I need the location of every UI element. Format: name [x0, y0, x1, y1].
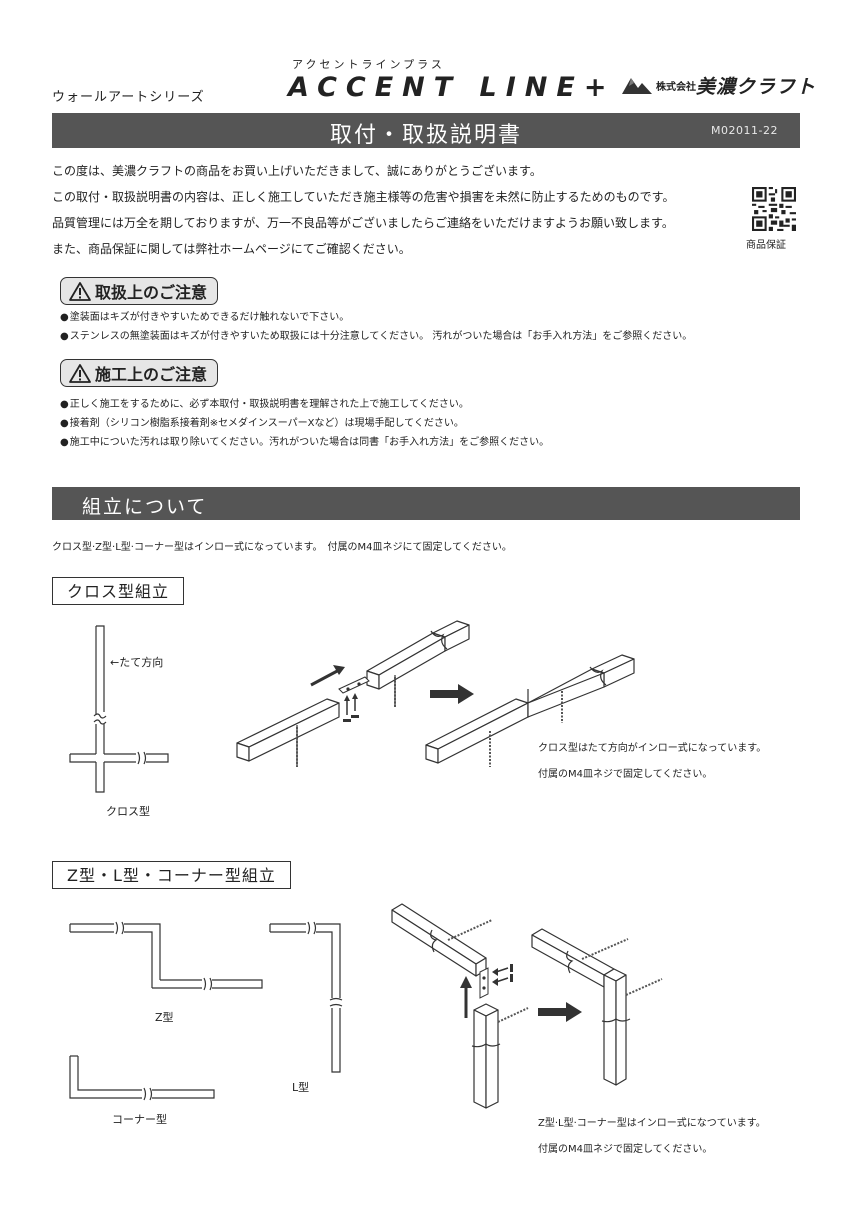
warning-icon [69, 363, 91, 383]
arrow-right-icon [430, 684, 474, 704]
handling-caution-heading: 取扱上のご注意 [60, 277, 219, 305]
maker-prefix: 株式会社 [656, 81, 696, 93]
maker-name: 美濃クラフト [696, 75, 817, 98]
construction-caution-list: ●正しく施工をするために、必ず本取付・取扱説明書を理解された上で施工してください… [60, 395, 549, 452]
cross-shape-caption: クロス型 [106, 805, 150, 818]
cross-assembly-exploded-diagram [236, 620, 470, 767]
assembly-heading: 組立について [82, 496, 208, 518]
l-shape-caption: L型 [292, 1081, 310, 1094]
document-code: M02011-22 [711, 124, 778, 137]
list-item: ●塗装面はキズが付きやすいためできるだけ触れないで下さい。 [60, 312, 350, 323]
zl-description: Z型·L型·コーナー型はインロー式になつています。 付属のM4皿ネジで固定してく… [538, 1111, 766, 1163]
warning-icon [69, 281, 91, 301]
intro-line: また、商品保証に関しては弊社ホームページにてご確認ください。 [52, 242, 411, 256]
description-line: クロス型はたて方向がインロー式になっています。 [538, 743, 767, 754]
intro-text: この度は、美濃クラフトの商品をお買い上げいただきまして、誠にありがとうございます… [52, 158, 742, 262]
zl-assembly-label: Z型・L型・コーナー型組立 [52, 861, 291, 889]
intro-line: この取付・取扱説明書の内容は、正しく施工していただき施主様等の危害や損害を未然に… [52, 190, 675, 204]
list-item: ●施工中についた汚れは取り除いてください。汚れがついた場合は同書「お手入れ方法」… [60, 437, 550, 448]
intro-line: 品質管理には万全を期しておりますが、万一不良品等がございましたらご連絡をいただけ… [52, 216, 674, 230]
assembly-note: クロス型·Z型·L型·コーナー型はインロー式になっています。 付属のM4皿ネジに… [52, 542, 512, 553]
title-bar: 取付・取扱説明書 M02011-22 [52, 113, 800, 148]
zl-assembly-exploded-diagram [391, 903, 529, 1109]
construction-caution-heading: 施工上のご注意 [60, 359, 219, 387]
maker-logo: 株式会社 美濃クラフト [622, 72, 816, 98]
z-shape-caption: Z型 [155, 1011, 174, 1024]
qr-label: 商品保証 [746, 240, 786, 251]
product-name: ACCENT LINE+ [288, 72, 616, 103]
zl-assembled-diagram [531, 928, 663, 1086]
list-item: ●接着剤（シリコン樹脂系接着剤※セメダインスーパーXなど）は現場手配してください… [60, 418, 464, 429]
cross-shape-diagram [69, 625, 169, 793]
handling-heading-text: 取扱上のご注意 [95, 283, 208, 302]
cross-description: クロス型はたて方向がインロー式になっています。 付属のM4皿ネジで固定してくださ… [538, 736, 766, 788]
cross-assembled-diagram [425, 654, 635, 767]
zl-corner-shape-diagram [69, 921, 343, 1101]
description-line: 付属のM4皿ネジで固定してください。 [538, 1144, 713, 1155]
list-item: ●正しく施工をするために、必ず本取付・取扱説明書を理解された上で施工してください… [60, 399, 469, 410]
intro-line: この度は、美濃クラフトの商品をお買い上げいただきまして、誠にありがとうございます… [52, 164, 542, 178]
arrow-right-icon [538, 1002, 582, 1022]
maker-mountain-icon [622, 78, 652, 94]
cross-assembly-label: クロス型組立 [52, 577, 185, 605]
list-item: ●ステンレスの無塗装面はキズが付きやすいため取扱には十分注意してください。 汚れ… [60, 331, 693, 342]
construction-heading-text: 施工上のご注意 [95, 365, 208, 384]
corner-shape-caption: コーナー型 [112, 1113, 167, 1126]
vertical-direction-label: ←たて方向 [110, 656, 164, 669]
page-title: 取付・取扱説明書 [329, 123, 522, 148]
assembly-section-bar: 組立について [52, 487, 800, 520]
series-name: ウォールアートシリーズ [52, 90, 205, 105]
handling-caution-list: ●塗装面はキズが付きやすいためできるだけ触れないで下さい。 ●ステンレスの無塗装… [60, 308, 692, 346]
description-line: Z型·L型·コーナー型はインロー式になつています。 [538, 1118, 766, 1129]
product-kana: アクセントラインプラス [292, 58, 445, 71]
qr-code-icon[interactable] [752, 187, 796, 231]
description-line: 付属のM4皿ネジで固定してください。 [538, 769, 713, 780]
